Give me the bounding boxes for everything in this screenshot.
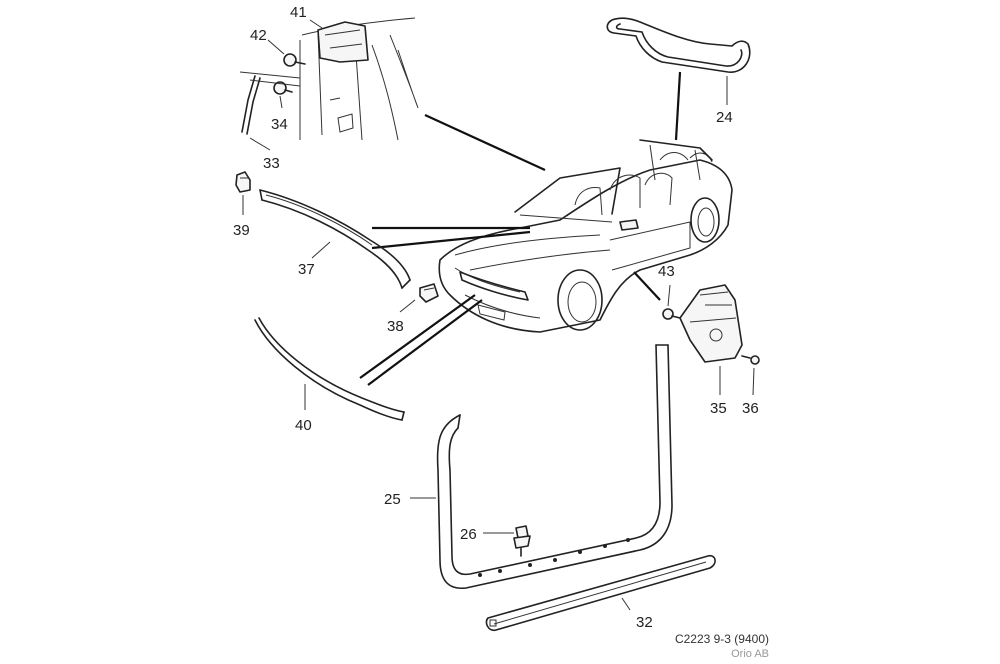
- callout-38: 38: [387, 318, 404, 335]
- callout-24: 24: [716, 109, 733, 126]
- part-38-clip: [419, 283, 439, 303]
- part-41-trim-piece: [317, 21, 369, 63]
- part-36-screw: [741, 355, 760, 365]
- callout-26: 26: [460, 526, 477, 543]
- part-34-clip: [273, 81, 293, 95]
- callout-40: 40: [295, 417, 312, 434]
- part-40-windshield-seal: [254, 317, 405, 421]
- callout-33: 33: [263, 155, 280, 172]
- part-39-clip: [235, 171, 251, 193]
- part-35-trim-bracket: [679, 284, 743, 363]
- callout-36: 36: [742, 400, 759, 417]
- callout-42: 42: [250, 27, 267, 44]
- callout-37: 37: [298, 261, 315, 278]
- part-26-clip: [513, 525, 531, 557]
- callout-35: 35: [710, 400, 727, 417]
- part-32-sill-strip: [485, 554, 716, 632]
- part-43-screw: [662, 308, 681, 320]
- diagram-reference-code: C2223 9-3 (9400): [674, 632, 769, 646]
- callout-34: 34: [271, 116, 288, 133]
- part-42-clip: [283, 53, 306, 67]
- part-24-roof-seal: [606, 17, 751, 73]
- part-25-door-seal: [436, 344, 673, 589]
- publisher-label: Orio AB: [731, 648, 769, 660]
- callout-39: 39: [233, 222, 250, 239]
- part-37-seal-strip: [259, 189, 411, 289]
- leader-lines: [242, 19, 755, 611]
- pointer-lines: [359, 71, 682, 386]
- callout-25: 25: [384, 491, 401, 508]
- callout-41: 41: [290, 4, 307, 21]
- callout-43: 43: [658, 263, 675, 280]
- callout-labels: 41 42 34 33 24 39 37 38 40 43 35 36 25 2…: [233, 4, 759, 631]
- part-33-strip: [239, 71, 301, 135]
- callout-32: 32: [636, 614, 653, 631]
